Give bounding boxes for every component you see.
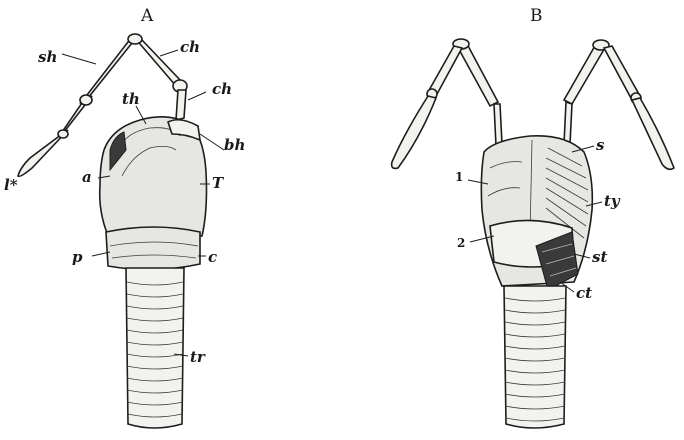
panel-b: B — [392, 6, 674, 428]
label-c: c — [208, 248, 217, 266]
label-s: s — [596, 136, 605, 154]
label-2: 2 — [457, 236, 465, 250]
label-tr: tr — [190, 348, 206, 366]
label-T: T — [212, 174, 225, 192]
panel-a: A — [4, 6, 245, 428]
label-1: 1 — [455, 170, 463, 184]
label-st: st — [592, 248, 607, 266]
label-th: th — [122, 90, 140, 108]
label-l-star: l* — [4, 176, 18, 194]
panel-b-larynx — [481, 136, 592, 290]
panel-a-trachea — [126, 268, 184, 428]
panel-b-title: B — [530, 6, 543, 26]
panel-b-trachea — [504, 286, 566, 428]
label-bh: bh — [224, 136, 245, 154]
panel-a-larynx — [100, 117, 207, 270]
label-sh: sh — [38, 48, 57, 66]
panel-a-title: A — [140, 6, 154, 26]
label-a: a — [82, 168, 92, 186]
label-ty: ty — [604, 192, 621, 210]
label-ct: ct — [576, 284, 592, 302]
label-ch-upper: ch — [180, 38, 200, 56]
label-p: p — [72, 248, 83, 266]
label-ch-lower: ch — [212, 80, 232, 98]
